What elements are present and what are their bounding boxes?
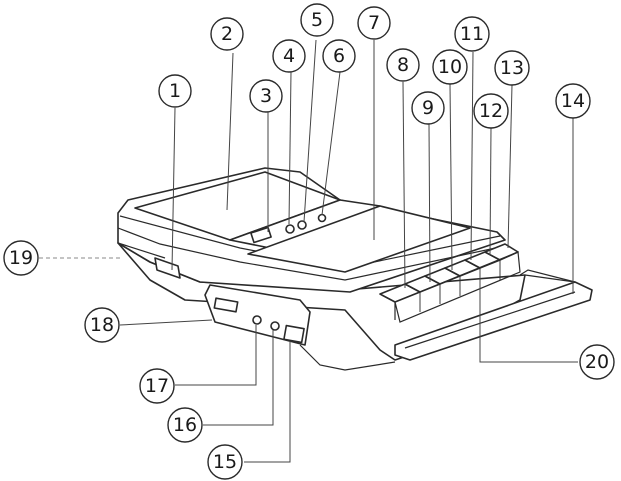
callout-14: 14 [556,84,590,118]
callout-15: 15 [208,445,242,479]
jack-17 [253,316,261,324]
callout-11: 11 [455,17,489,51]
callout-15-label: 15 [213,451,237,473]
callout-17-label: 17 [145,375,169,397]
callout-13: 13 [495,51,529,85]
callout-5-label: 5 [311,9,323,31]
callout-8: 8 [387,49,419,81]
cassette-recorder-illustration [118,168,592,370]
callout-10-label: 10 [438,56,462,78]
callout-19: 19 [4,241,38,275]
callout-3-label: 3 [260,85,272,107]
callout-10: 10 [433,50,467,84]
callout-20: 20 [580,345,614,379]
callout-6-label: 6 [333,45,345,67]
callout-5: 5 [301,4,333,36]
jack-15 [284,326,304,343]
callout-19-label: 19 [9,247,33,269]
knob-4 [286,225,294,233]
callout-18-label: 18 [90,314,114,336]
callout-2-label: 2 [221,23,233,45]
callout-6: 6 [323,40,355,72]
callout-3: 3 [250,80,282,112]
callout-2: 2 [211,18,243,50]
jack-16 [271,322,279,330]
callout-8-label: 8 [397,54,409,76]
callout-12: 12 [474,94,508,128]
callout-17: 17 [140,369,174,403]
callout-9: 9 [412,92,444,124]
callout-18: 18 [85,308,119,342]
knob-6 [319,215,326,222]
callout-7: 7 [358,7,390,39]
callout-9-label: 9 [422,97,434,119]
callout-1: 1 [159,75,191,107]
callout-11-label: 11 [460,23,484,45]
callout-4: 4 [273,40,305,72]
callout-13-label: 13 [500,57,524,79]
callout-1-label: 1 [169,80,181,102]
callout-14-label: 14 [561,90,585,112]
callout-4-label: 4 [283,45,295,67]
callout-16-label: 16 [173,414,197,436]
knob-5 [298,221,306,229]
callout-16: 16 [168,408,202,442]
callout-7-label: 7 [368,12,380,34]
callout-12-label: 12 [479,100,503,122]
callout-20-label: 20 [585,351,609,373]
